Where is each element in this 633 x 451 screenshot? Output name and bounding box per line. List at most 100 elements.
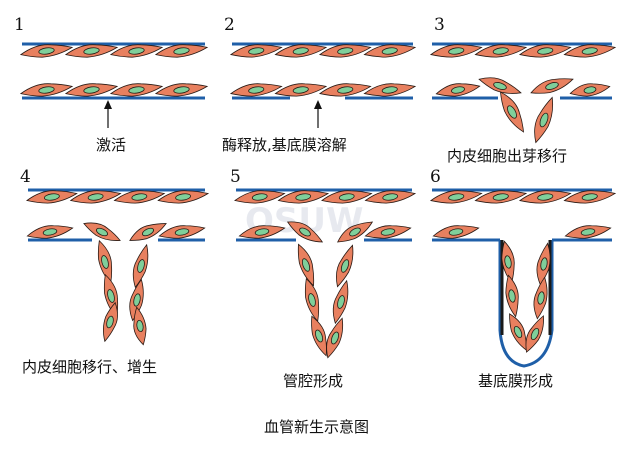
nucleus [254,228,270,236]
nucleus [292,47,309,55]
nucleus [492,193,509,201]
panel-2-arrowhead [314,100,322,109]
nucleus [142,227,154,237]
panel-1-arrowhead [104,100,112,109]
panel-3-caption: 内皮细胞出芽移行 [447,147,567,165]
nucleus [83,86,100,94]
panel-4-sprout-cell [129,223,167,241]
nucleus [43,193,60,201]
panel-1-top-cell [109,44,164,58]
panel-5-sprout-cell [332,279,349,325]
panel-4-top-cell [69,190,122,204]
panel-3-number: 3 [434,15,445,35]
panel-1-top-cell [19,44,74,58]
nucleus [492,47,509,55]
panel-3-top-cell [474,44,528,58]
nucleus [248,47,265,55]
panel-4-top-cell [26,190,78,204]
panel-5-sprout-cell [337,221,374,243]
nucleus [539,112,549,128]
panel-1-bottom-cell [19,83,74,97]
nucleus [381,47,398,55]
panel-4-bottom-cell [26,225,74,239]
nucleus [382,193,399,201]
panel-2-top-cell [229,44,283,58]
panel-6-caption: 基底膜形成 [478,372,553,390]
panel-5-sprout-cell [336,244,354,288]
panel-4-bottom-cell [158,225,206,239]
nucleus [133,293,141,307]
nucleus [530,328,540,340]
panel-6-tube-cell [525,315,544,353]
panel-5-sprout-cell [297,243,315,287]
panel-1-top-cell [154,44,209,58]
nucleus [128,86,145,94]
panel-3: 3 内皮细胞出芽移行 [434,15,567,165]
panel-5-number: 5 [230,167,241,187]
nucleus [581,47,598,55]
panel-5-sprout-cell [326,317,344,359]
nucleus [451,86,465,94]
panel-2-caption: 酶释放,基底膜溶解 [222,136,347,154]
nucleus [337,47,354,55]
nucleus [508,289,516,303]
nucleus [349,227,361,237]
nucleus [381,86,398,94]
nucleus [340,259,350,273]
nucleus [107,289,115,303]
nucleus [380,228,396,236]
panel-6-bottom-cell [432,225,480,239]
panel-1-bottom-cell [109,83,164,97]
panel-4-caption: 内皮细胞移行、增生 [22,358,157,376]
nucleus [448,193,465,201]
panel-5-top-cell [364,190,417,204]
panel-2-top-cell [318,44,372,58]
nucleus [540,257,548,271]
nucleus [38,47,55,55]
panel-6-bottom-cell [564,225,612,239]
nucleus [448,47,465,55]
nucleus [537,47,554,55]
nucleus [42,228,58,236]
nucleus [337,295,345,309]
panel-6-tube-cell [505,274,519,318]
panel-4-sprout-cell [83,222,121,241]
panel-2-bottom-cell [363,83,417,97]
nucleus [38,86,55,94]
panel-6-tube-cell [533,276,548,320]
panel-4-sprout-cell [103,301,118,343]
panel-4-number: 4 [20,167,31,187]
panel-6-top-cell [474,190,528,204]
nucleus [299,227,311,237]
panel-6-tube-cell [501,240,515,284]
panel-3-top-cell [518,44,572,58]
panel-3-sprout-cell [534,96,554,144]
nucleus [292,86,309,94]
panel-6-basement-membrane [498,240,554,368]
figure-title: 血管新生示意图 [264,418,369,436]
panel-5-bottom-cell [364,225,412,239]
panel-4-sprout-cell [132,243,149,289]
panel-4-top-cell [157,190,210,204]
nucleus [301,258,311,272]
nucleus [136,319,144,333]
nucleus [537,193,554,201]
nucleus [330,331,340,345]
panel-6: 6 基底膜形成 [430,167,553,390]
nucleus [308,293,316,307]
nucleus [581,193,598,201]
panel-2-bottom-cell [229,83,283,97]
panel-1-caption: 激活 [96,136,126,154]
panel-5-sprout-cell [311,315,327,357]
nucleus [580,228,596,236]
panel-6-number: 6 [430,167,441,187]
panel-1-top-cell [64,44,119,58]
nucleus [248,86,265,94]
nucleus [83,47,100,55]
nucleus [513,326,523,338]
panel-3-top-cell [563,44,617,58]
nucleus [537,291,545,305]
nucleus [106,315,114,329]
